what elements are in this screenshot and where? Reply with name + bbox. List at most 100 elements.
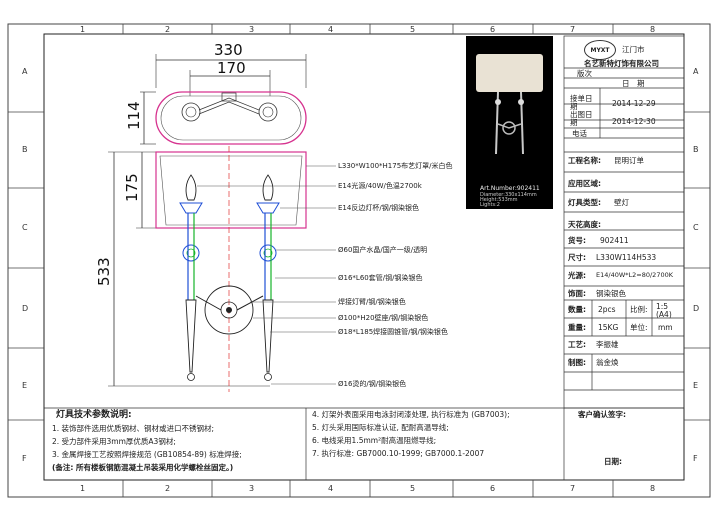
company-name: 名艺新特灯饰有限公司 [584, 59, 659, 68]
callout-bulb: E14光源/40W/色温2700k [338, 182, 422, 190]
size-value: L330W114H533 [596, 253, 657, 262]
header-date: 日 期 [622, 79, 645, 88]
zone-bottom-4: 4 [328, 484, 334, 493]
zone-bottom-2: 2 [165, 484, 171, 493]
dim-total-height: 533 [95, 257, 113, 286]
issue-date-value: 2014-12-30 [612, 117, 656, 126]
note-left-1: 1. 装饰部件选用优质钢材、钢材或进口不锈钢材; [52, 424, 215, 433]
note-left-2: 2. 受力部件采用3mm厚优质A3钢材; [52, 437, 176, 446]
zone-bottom-5: 5 [410, 484, 416, 493]
zone-top-7: 7 [570, 25, 576, 34]
project-label: 工程名称: [568, 156, 601, 165]
qty-label: 数量: [568, 305, 586, 314]
ceiling-label: 天花高度: [568, 220, 601, 229]
dim-top-width: 330 [214, 41, 243, 59]
zone-top-4: 4 [328, 25, 334, 34]
photo-caption-line-3: Lights:2 [480, 202, 500, 208]
zone-bottom-6: 6 [490, 484, 496, 493]
callout-wall-plate: Ø100*H20壁座/钢/钢染银色 [338, 314, 429, 322]
callout-cup: E14反边灯杯/钢/钢染银色 [338, 204, 420, 212]
finish-label: 饰面: [568, 289, 586, 298]
product-photo: Art.Number:902411 Diameter:330x114mm Hei… [466, 36, 553, 209]
note-right-5: 5. 灯头采用国际标准认证, 配耐高温导线; [312, 423, 449, 432]
weight-value: 15KG [598, 323, 619, 332]
drawn-value: 翁金焕 [596, 358, 619, 367]
callout-cone: Ø18*L185焊接圆锥管/钢/钢染银色 [338, 328, 448, 336]
ratio-label: 比例: [630, 305, 648, 314]
zone-left-d: D [22, 304, 29, 313]
unit-label: 单位: [630, 323, 648, 332]
zone-left-a: A [22, 67, 28, 76]
zone-bottom-3: 3 [249, 484, 255, 493]
title-block-grid [563, 35, 685, 409]
craft-value: 李振雄 [596, 340, 619, 349]
code-label: 货号: [568, 236, 586, 245]
zone-top-6: 6 [490, 25, 496, 34]
customer-date-label: 日期: [604, 457, 622, 466]
zone-top-3: 3 [249, 25, 255, 34]
drawn-label: 制图: [568, 358, 586, 367]
craft-label: 工艺: [568, 340, 586, 349]
zone-right-d: D [693, 304, 700, 313]
qty-value: 2pcs [598, 305, 616, 314]
lamp-photo-image [476, 54, 543, 155]
zone-left-c: C [22, 223, 28, 232]
project-value: 昆明订单 [614, 156, 644, 165]
callout-crystal: Ø60国产水晶/国产一级/透明 [338, 246, 428, 254]
zone-bottom-7: 7 [570, 484, 576, 493]
dim-top-inner: 170 [217, 59, 246, 77]
zone-right-b: B [693, 145, 699, 154]
zone-bottom-1: 1 [80, 484, 86, 493]
order-date-label: 接单日期 [570, 94, 593, 111]
notes-title: 灯具技术参数说明: [56, 410, 132, 420]
callout-shade: L330*W100*H175布艺灯罩/米白色 [338, 162, 453, 170]
customer-sign-label: 客户确认签字: [578, 410, 626, 419]
type-value: 壁灯 [614, 198, 629, 207]
zone-top-8: 8 [650, 25, 656, 34]
zone-top-2: 2 [165, 25, 171, 34]
zone-bottom-8: 8 [650, 484, 656, 493]
note-right-7: 7. 执行标准: GB7000.10-1999; GB7000.1-2007 [312, 449, 485, 458]
header-version: 版次 [577, 69, 592, 78]
zone-right-f: F [693, 454, 698, 463]
zone-top-5: 5 [410, 25, 416, 34]
issue-date-label: 出图日期 [570, 110, 593, 127]
phone-label: 电话 [572, 129, 587, 138]
front-view [108, 146, 336, 392]
top-view [140, 54, 307, 145]
callout-arm: 焊接灯臂/钢/钢染银色 [338, 298, 406, 306]
light-label: 光源: [568, 271, 586, 280]
weight-label: 重量: [568, 323, 586, 332]
dim-top-height: 114 [125, 101, 143, 130]
dim-shade-height: 175 [123, 173, 141, 202]
zone-top-1: 1 [80, 25, 86, 34]
zone-left-b: B [22, 145, 28, 154]
zone-right-a: A [693, 67, 699, 76]
company-city: 江门市 [622, 45, 645, 54]
code-value: 902411 [600, 236, 629, 245]
unit-value: mm [658, 323, 673, 332]
zone-left-e: E [22, 381, 28, 390]
size-label: 尺寸: [568, 253, 586, 262]
ratio-value: 1:5 [656, 302, 669, 311]
company-logo: MYXT [584, 40, 616, 60]
zone-right-c: C [693, 223, 699, 232]
photo-caption-line-2: Height:533mm [480, 197, 518, 203]
note-right-6: 6. 电线采用1.5mm²耐高温阻燃导线; [312, 436, 437, 445]
zone-left-f: F [22, 454, 27, 463]
photo-art-number: Art.Number:902411 [480, 185, 540, 192]
area-label: 应用区域: [568, 179, 601, 188]
note-left-4: (备注: 所有楼板钢筋混凝土吊装采用化学螺栓丝固定。) [52, 463, 234, 472]
light-value: E14/40W*L2=80/2700K [596, 271, 673, 279]
note-left-3: 3. 金属焊接工艺按照焊接规范 (GB10854-89) 标准焊接; [52, 450, 242, 459]
type-label: 灯具类型: [568, 198, 601, 207]
photo-caption-line-1: Diameter:330x114mm [480, 192, 537, 198]
note-right-4: 4. 灯架外表面采用电泳封闭漆处理, 执行标准为 (GB7003); [312, 410, 510, 419]
finish-value: 钢染银色 [596, 289, 626, 298]
order-date-value: 2014-12-29 [612, 99, 656, 108]
callout-finial: Ø16烫的/钢/钢染银色 [338, 380, 407, 388]
zone-right-e: E [693, 381, 699, 390]
ratio-paper: (A4) [656, 310, 672, 319]
callout-sleeve: Ø16*L60套管/钢/钢染银色 [338, 274, 423, 282]
